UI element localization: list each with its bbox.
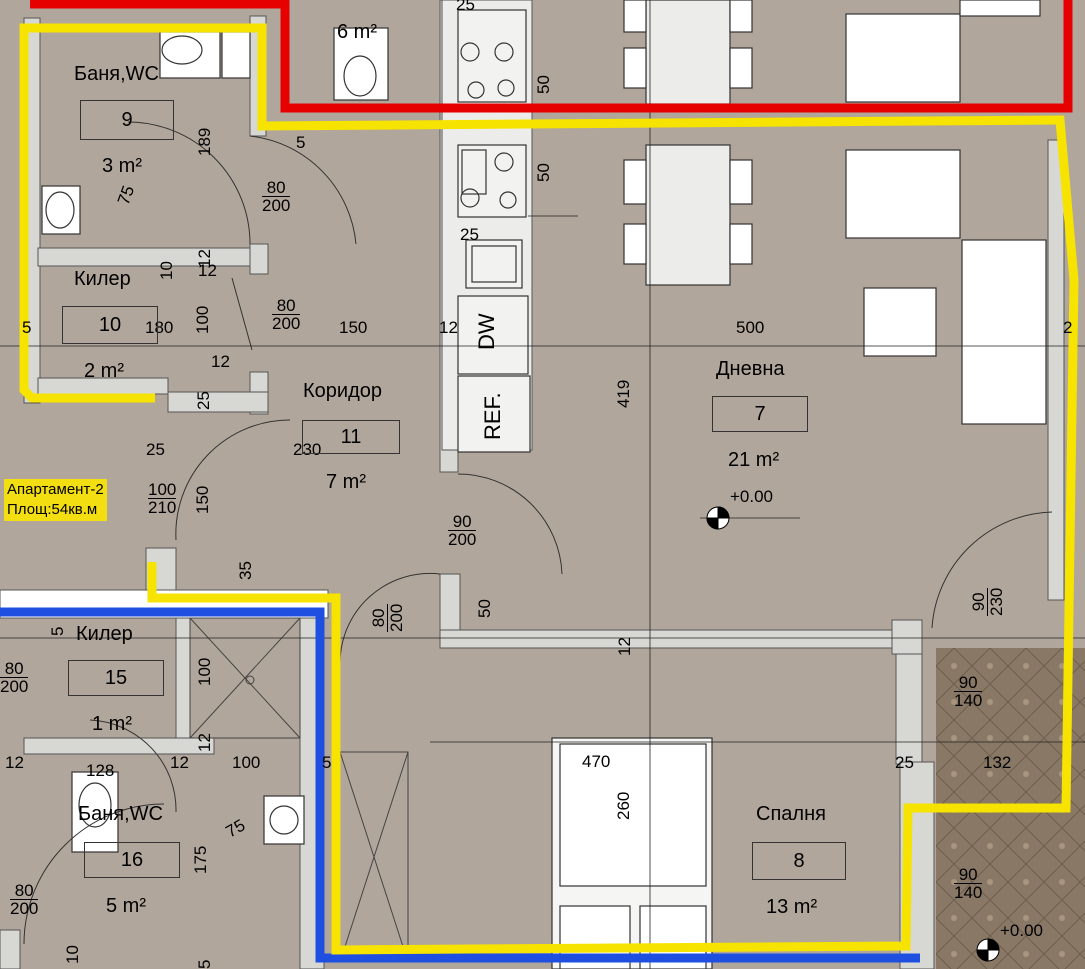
elevation-marker: [706, 506, 1000, 962]
bed: [551, 737, 713, 969]
dimension-label: 100: [232, 753, 260, 772]
room-name-pantry-10: Килер: [74, 268, 131, 290]
elevation-label: +0.00: [1000, 921, 1044, 940]
room-number-8: 8: [752, 842, 846, 880]
dimension-label: 12: [439, 318, 458, 337]
dimension-label: 180: [145, 318, 173, 337]
room-area-7: 21 m²: [728, 449, 780, 471]
dimension-label: 25: [194, 391, 213, 410]
dimension-label: 470: [582, 752, 610, 771]
dimension-label: 150: [339, 318, 367, 337]
dimension-label: 2: [1063, 318, 1072, 337]
room-name-pantry-15: Килер: [76, 623, 133, 645]
dimension-label: 25: [460, 225, 479, 244]
bathroom-fixtures: [41, 27, 389, 853]
room-number-10: 10: [62, 306, 158, 344]
dishwasher-label: DW: [474, 313, 499, 350]
room-name-bath-16: Баня,WC: [78, 803, 163, 825]
kitchen-counter: [457, 9, 531, 453]
room-area-16: 5 m²: [106, 895, 146, 917]
room-area-15: 1 m²: [92, 713, 132, 735]
dimension-label: 230: [293, 440, 321, 459]
dimension-label: 132: [983, 753, 1011, 772]
dimension-label: 25: [456, 0, 475, 14]
dimension-label: 12: [211, 352, 230, 371]
dimension-label: 50: [534, 163, 553, 182]
dimension-label: 35: [236, 561, 255, 580]
dimension-label: 5: [48, 627, 67, 636]
shower: [189, 617, 409, 963]
blue-boundary: [0, 607, 920, 963]
dining-furniture: [623, 0, 1047, 425]
room-number-11: 11: [302, 420, 400, 454]
dimension-label: 12: [615, 637, 634, 656]
dimension-label: 25: [146, 440, 165, 459]
dimension-label: 12: [5, 753, 24, 772]
dimension-label: 5: [322, 753, 331, 772]
dimension-label: 12: [170, 753, 189, 772]
dimension-label: 189: [195, 128, 214, 156]
room-area-9: 3 m²: [102, 155, 142, 177]
dimension-label: 50: [534, 75, 553, 94]
dimension-label: 10: [157, 261, 176, 280]
room-name-living-7: Дневна: [716, 358, 785, 380]
dimension-label: 100: [195, 658, 214, 686]
dimension-label: 100: [193, 306, 212, 334]
red-boundary: [30, 0, 1073, 113]
dimension-labels-rotated: 50 50 189 75 10 12 100 25 419 150 35 50 …: [48, 75, 634, 969]
apartment-name: Апартамент-2: [7, 481, 104, 498]
room-number-16: 16: [84, 842, 180, 878]
dimension-label: 75: [223, 816, 249, 842]
dimension-label: 5: [195, 960, 214, 969]
room-area-10: 2 m²: [84, 360, 124, 382]
dimension-label: 175: [191, 846, 210, 874]
room-number-7: 7: [712, 396, 808, 432]
dimension-labels: 25 12 180 150 12 500 2 5 12 25 230 25 12…: [5, 0, 1072, 780]
elevation-label: +0.00: [730, 487, 774, 506]
dimension-label: 25: [895, 753, 914, 772]
fridge-label: REF.: [480, 392, 505, 440]
apartment-area: Площ:54кв.м: [7, 501, 98, 518]
dimension-label: 128: [86, 761, 114, 780]
dimension-label: 12: [198, 261, 217, 280]
apartment-tag: Апартамент-2 Площ:54кв.м: [4, 479, 107, 521]
room-name-corridor-11: Коридор: [303, 380, 382, 402]
dimension-label: 12: [195, 249, 214, 268]
dimension-label: 5: [22, 318, 31, 337]
top-room-area: 6 m²: [337, 21, 377, 43]
dimension-label: 150: [193, 486, 212, 514]
dimension-label: 500: [736, 318, 764, 337]
dimension-label: 10: [63, 945, 82, 964]
dimension-label: 75: [114, 183, 138, 207]
dimension-label: 50: [475, 599, 494, 618]
yellow-boundary: [19, 23, 1079, 955]
room-name-bedroom-8: Спалня: [756, 803, 826, 825]
room-number-9: 9: [80, 100, 174, 140]
dimension-label: 5: [296, 133, 305, 152]
room-name-bath-9: Баня,WC: [74, 63, 159, 85]
dimension-label: 419: [614, 380, 633, 408]
dimension-label: 260: [614, 792, 633, 820]
dimension-label: 12: [195, 733, 214, 752]
room-area-8: 13 m²: [766, 896, 818, 918]
room-area-11: 7 m²: [326, 471, 366, 493]
room-number-15: 15: [68, 660, 164, 696]
door-swings: [23, 121, 1053, 945]
